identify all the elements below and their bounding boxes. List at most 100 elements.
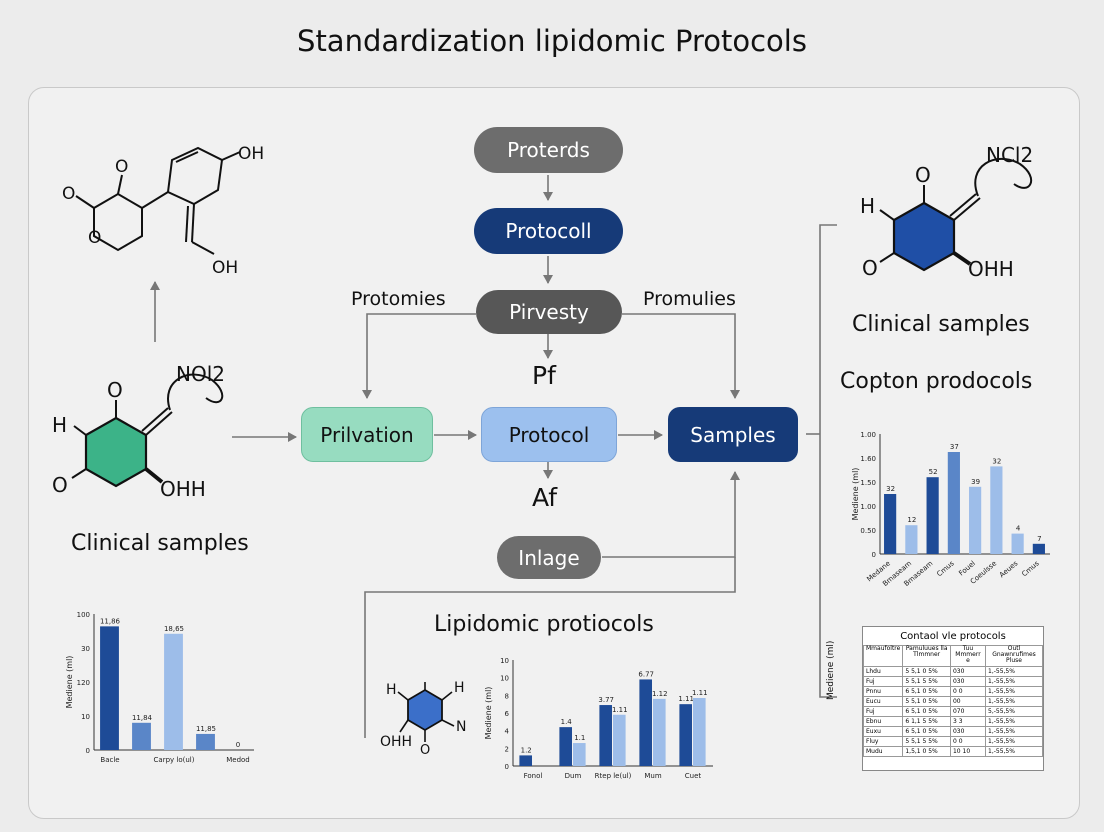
chart-ylabel: Mediene (ml) [484,687,493,740]
table-cell: 6 5,1 0 5% [902,706,951,717]
chem-sr-h2: H [454,680,465,696]
chart-ytick-label: 100 [77,611,90,619]
node-proteds[interactable]: Proterds [474,127,623,173]
chart-data-label: 0 [236,741,240,749]
node-pirvesty-label: Pirvesty [509,300,589,324]
arrow-pirvesty-prilvation [362,313,476,399]
chart-bar [613,714,626,766]
chart-data-label: 32 [886,485,895,493]
node-protocol-top[interactable]: Protocoll [474,208,623,254]
table-cell: 070 [949,706,987,717]
chart-data-label: 32 [992,457,1001,465]
node-samples[interactable]: Samples [668,407,798,462]
chem-rr-o: O [915,163,931,187]
table-cell: 1,-55,5% [985,696,1043,707]
table-header: Mmaufoltre [862,645,904,667]
table-cell: 5 5,1 5 5% [902,676,951,687]
chart-ytick-label: 1.50 [860,479,876,487]
table-cell: Euxu [862,726,904,737]
chart-data-label: 1.12 [652,690,668,698]
chem-lr-o: O [107,378,123,402]
table-cell: 030 [949,726,987,737]
table-side-label: Mediene (ml) [826,640,836,700]
table-cell: 1,-55,5% [985,686,1043,697]
node-pirvesty[interactable]: Pirvesty [476,290,622,334]
table-cell: 0 0 [949,686,987,697]
chart-data-label: 12 [907,516,916,524]
chem-tl-oh2: OH [212,258,238,278]
chem-tl-o3: O [88,228,101,248]
table-cell: 1,5,1 0 5% [902,746,951,757]
label-lipidomic: Lipidomic protiocols [434,612,654,637]
chart-bar [679,704,692,766]
table-title: Contaol vle protocols [900,631,1006,642]
chart-bar [132,722,151,750]
chart-bar [884,494,897,554]
chart-category-label: Carpy lo(ul) [154,756,195,764]
table-cell: 030 [949,666,987,677]
chart-data-label: 7 [1037,535,1041,543]
chart-category-label: Cuet [685,772,702,780]
label-copton: Copton prodocols [840,369,1033,394]
node-proteds-label: Proterds [507,138,590,162]
molecule-left-ring [71,373,224,488]
chart-bar [1011,533,1024,554]
table-header: Outl Gnawnrufimes Pluse [985,645,1043,667]
chart-bar [653,698,666,766]
table-cell: Fuj [862,706,904,717]
chart-ytick-label: 2 [505,745,509,753]
chart-data-label: 37 [950,443,959,451]
chem-tl-o2: O [62,184,75,204]
chart-category-label: Rtep le(ul) [595,772,632,780]
label-af: Af [532,483,558,512]
table-cell: Ebnu [862,716,904,727]
molecule-top-left [75,146,241,255]
node-inlage[interactable]: Inlage [497,536,601,579]
chart-data-label: 11,85 [196,725,216,733]
table-cell: 00 [949,696,987,707]
table-cell: 5 5,1 0 5% [902,696,951,707]
chart-data-label: 4 [1016,525,1021,533]
node-samples-label: Samples [690,422,776,447]
table-header-row: Mmaufoltre Pamuluues lla Tlmmner Tuu Mmm… [862,645,1043,667]
chart-ytick-label: 8 [505,692,509,700]
node-prilvation[interactable]: Prilvation [301,407,433,462]
node-protocol-mid-label: Protocol [508,422,590,447]
node-protocol-mid[interactable]: Protocol [481,407,617,462]
chart-data-label: 1.4 [561,718,573,726]
chart-bar [693,697,706,766]
chem-sr-ohh: OHH [380,734,412,750]
chart-ytick-label: 6 [505,710,510,718]
chart-ytick-label: 0 [505,763,509,771]
chart-bar [164,633,183,750]
chart-bar [559,727,572,766]
chem-rr-nol2: NCl2 [986,143,1033,167]
chart-data-label: 52 [929,468,938,476]
molecule-right-ring [879,158,1032,272]
table-cell: 1,-55,5% [985,736,1043,747]
chart-bar [1032,543,1045,554]
chart-category-label: Mum [644,772,661,780]
chart-data-label: 1.1 [574,734,585,742]
table-cell: 1,-55,5% [985,726,1043,737]
arrow-pirvesty-samples [622,313,740,399]
chart-category-label: Cmus [1020,559,1041,578]
chart-bar [926,477,939,554]
chem-rr-ohh: OHH [968,257,1014,281]
table-cell: 5 5,1 5 5% [902,736,951,747]
table-cell: 1,-55,5% [985,716,1043,727]
chart-ytick-label: 1.60 [860,455,876,463]
chem-sr-h1: H [386,682,397,698]
table-header: Pamuluues lla Tlmmner [902,645,951,667]
chart-data-label: 1.2 [521,746,532,754]
table-cell: 3 3 [949,716,987,727]
label-promulies: Promulies [643,288,736,310]
chem-lr-ohh: OHH [160,477,206,501]
table-cell: 0 0 [949,736,987,747]
